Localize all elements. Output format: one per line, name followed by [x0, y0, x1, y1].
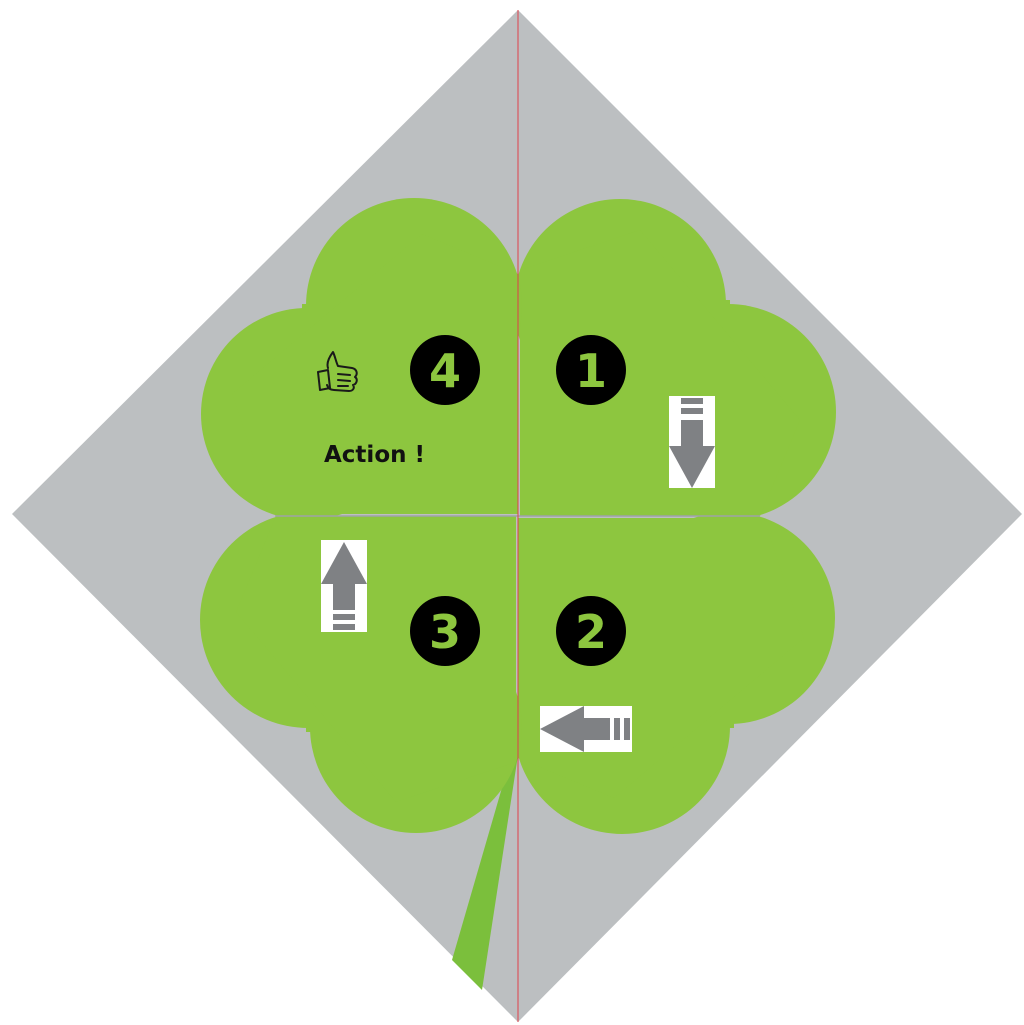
action-label: Action !	[324, 442, 425, 468]
arrow-up-icon	[321, 540, 367, 632]
badge-4-number: 4	[429, 344, 461, 398]
badge-3: 3	[410, 596, 480, 666]
badge-1-number: 1	[575, 344, 607, 398]
badge-2-number: 2	[575, 605, 607, 659]
badge-4: 4	[410, 335, 480, 405]
arrow-down-icon	[669, 396, 715, 488]
badge-1: 1	[556, 335, 626, 405]
leaf-bottom-right	[514, 512, 835, 834]
arrow-left-icon	[540, 706, 632, 752]
badge-3-number: 3	[429, 605, 461, 659]
badge-2: 2	[556, 596, 626, 666]
